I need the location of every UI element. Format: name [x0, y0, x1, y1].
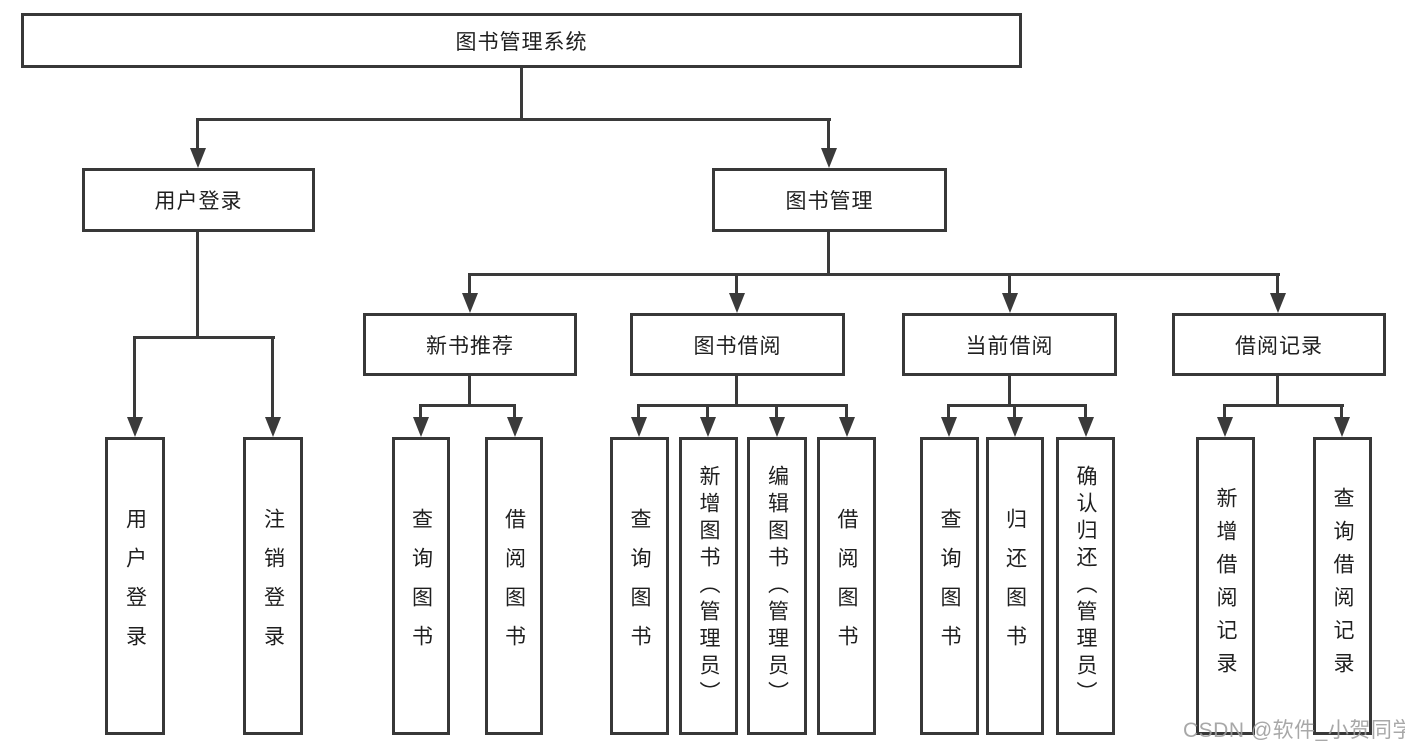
- connector-line: [468, 376, 471, 406]
- leaf-borrow-books: 借阅图书: [485, 437, 543, 735]
- arrow-down-icon: [769, 417, 785, 437]
- leaf-query-borrow-record: 查询借阅记录: [1313, 437, 1372, 735]
- connector-line: [947, 404, 1087, 407]
- arrow-down-icon: [700, 417, 716, 437]
- connector-line: [468, 273, 471, 295]
- connector-line: [271, 336, 274, 419]
- arrow-down-icon: [821, 148, 837, 168]
- leaf-logout: 注销登录: [243, 437, 303, 735]
- leaf-label: 新增图书（管理员）: [697, 464, 720, 708]
- csdn-watermark: CSDN @软件_小贺同学: [1183, 719, 1405, 742]
- connector-line: [419, 404, 422, 419]
- connector-line: [468, 273, 1280, 276]
- leaf-label: 编辑图书（管理员）: [765, 464, 789, 708]
- node-borrow-records: 借阅记录: [1172, 313, 1386, 376]
- arrow-down-icon: [631, 417, 647, 437]
- connector-line: [1276, 273, 1279, 295]
- leaf-label: 查询图书: [938, 508, 961, 664]
- arrow-down-icon: [729, 293, 745, 313]
- arrow-down-icon: [1078, 417, 1094, 437]
- leaf-query-books: 查询图书: [610, 437, 669, 735]
- connector-line: [706, 404, 709, 419]
- arrow-down-icon: [1002, 293, 1018, 313]
- arrow-down-icon: [1217, 417, 1233, 437]
- leaf-add-book-admin: 新增图书（管理员）: [679, 437, 738, 735]
- node-book-management: 图书管理: [712, 168, 947, 232]
- connector-line: [827, 118, 830, 150]
- connector-line: [1223, 404, 1344, 407]
- leaf-label: 查询图书: [409, 508, 433, 664]
- connector-line: [637, 404, 848, 407]
- connector-line: [1276, 376, 1279, 406]
- connector-line: [735, 273, 738, 295]
- connector-line: [1223, 404, 1226, 419]
- node-root: 图书管理系统: [21, 13, 1022, 68]
- leaf-edit-book-admin: 编辑图书（管理员）: [747, 437, 807, 735]
- connector-line: [1084, 404, 1087, 419]
- connector-line: [196, 118, 199, 150]
- leaf-confirm-return-admin: 确认归还（管理员）: [1056, 437, 1115, 735]
- leaf-user-login: 用户登录: [105, 437, 165, 735]
- connector-line: [845, 404, 848, 419]
- arrow-down-icon: [1334, 417, 1350, 437]
- connector-line: [520, 68, 523, 120]
- leaf-label: 借阅图书: [835, 508, 858, 664]
- arrow-down-icon: [1270, 293, 1286, 313]
- arrow-down-icon: [941, 417, 957, 437]
- leaf-label: 新增借阅记录: [1214, 487, 1237, 685]
- leaf-return-books: 归还图书: [986, 437, 1044, 735]
- leaf-query-books: 查询图书: [920, 437, 979, 735]
- leaf-query-books: 查询图书: [392, 437, 450, 735]
- connector-line: [637, 404, 640, 419]
- arrow-down-icon: [1007, 417, 1023, 437]
- connector-line: [735, 376, 738, 406]
- connector-line: [196, 232, 199, 336]
- node-user-login: 用户登录: [82, 168, 315, 232]
- leaf-label: 归还图书: [1003, 508, 1027, 664]
- connector-line: [196, 118, 831, 121]
- leaf-label: 借阅图书: [502, 508, 526, 664]
- connector-line: [775, 404, 778, 419]
- connector-line: [133, 336, 136, 419]
- leaf-borrow-books: 借阅图书: [817, 437, 876, 735]
- connector-line: [1013, 404, 1016, 419]
- arrow-down-icon: [127, 417, 143, 437]
- connector-line: [1008, 376, 1011, 406]
- node-book-borrow: 图书借阅: [630, 313, 845, 376]
- arrow-down-icon: [190, 148, 206, 168]
- arrow-down-icon: [507, 417, 523, 437]
- connector-line: [419, 404, 516, 407]
- connector-line: [947, 404, 950, 419]
- node-new-book-recommend: 新书推荐: [363, 313, 577, 376]
- leaf-label: 确认归还（管理员）: [1074, 464, 1097, 708]
- connector-line: [1340, 404, 1343, 419]
- node-current-borrow: 当前借阅: [902, 313, 1117, 376]
- connector-line: [1008, 273, 1011, 295]
- arrow-down-icon: [265, 417, 281, 437]
- leaf-label: 查询借阅记录: [1331, 487, 1354, 685]
- leaf-add-borrow-record: 新增借阅记录: [1196, 437, 1255, 735]
- connector-line: [513, 404, 516, 419]
- leaf-label: 注销登录: [261, 508, 285, 664]
- leaf-label: 查询图书: [628, 508, 651, 664]
- arrow-down-icon: [413, 417, 429, 437]
- connector-line: [133, 336, 275, 339]
- leaf-label: 用户登录: [123, 508, 147, 664]
- connector-line: [827, 232, 830, 276]
- arrow-down-icon: [839, 417, 855, 437]
- arrow-down-icon: [462, 293, 478, 313]
